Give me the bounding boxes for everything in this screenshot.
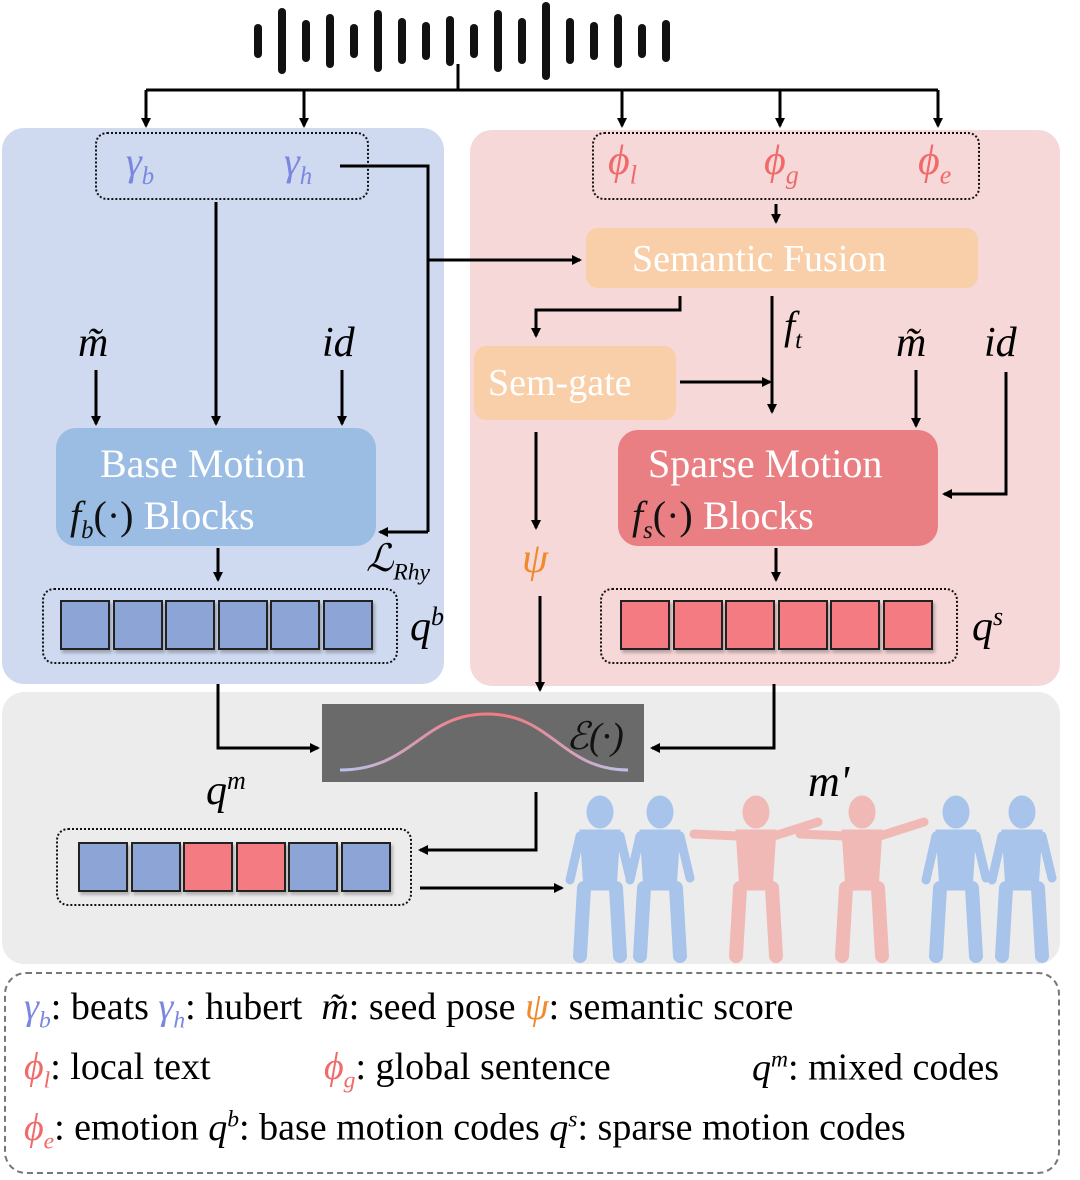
code-cell	[725, 600, 775, 650]
id-left: id	[322, 320, 355, 366]
output-motion-label: m'	[808, 757, 850, 806]
phi-l-symbol: ϕl	[608, 138, 637, 190]
code-cell	[235, 842, 286, 892]
legend-phi-e: ϕe	[24, 1106, 55, 1155]
human-figure	[921, 795, 991, 963]
sparse-motion-title: Sparse Motion	[648, 441, 883, 486]
code-cell	[830, 600, 880, 650]
legend-gamma-b: γb	[24, 986, 51, 1034]
code-cell	[60, 600, 110, 650]
rhythm-loss-label: ℒRhy	[366, 538, 430, 586]
sem-gate-block: Sem-gate	[474, 346, 676, 420]
id-right: id	[984, 320, 1017, 366]
legend-q-s: qs	[549, 1106, 578, 1149]
base-motion-subtitle: fb(·) Blocks	[70, 493, 255, 544]
gamma-b-symbol: γb	[126, 139, 155, 190]
mixer-label: ℰ(·)	[566, 716, 624, 758]
sparse-motion-subtitle: fs(·) Blocks	[632, 493, 814, 544]
mixer-curve-icon	[339, 712, 629, 772]
legend-row-2: ϕl: local text	[24, 1046, 211, 1094]
code-cell	[288, 842, 338, 892]
legend-phi-l: ϕl	[24, 1046, 51, 1094]
code-cell	[130, 842, 181, 892]
code-cell	[322, 600, 373, 650]
mixed-codes-label: qm	[206, 766, 246, 814]
base-branch-panel	[2, 128, 444, 684]
code-cell	[165, 600, 215, 650]
base-motion-title: Base Motion	[100, 441, 306, 486]
base-motion-block: Base Motion fb(·) Blocks	[56, 428, 376, 546]
audio-waveform-icon	[254, 2, 670, 80]
code-cell	[777, 600, 828, 650]
semantic-fusion-label: Semantic Fusion	[632, 238, 887, 280]
human-figure	[987, 795, 1057, 963]
mixed-codes-box	[56, 828, 412, 906]
mixer-block: ℰ(·)	[322, 704, 644, 782]
legend-gamma-h: γh	[158, 986, 186, 1034]
phi-e-symbol: ϕe	[918, 138, 952, 190]
seed-pose-left: m̃	[78, 320, 109, 366]
semantic-fusion-block: Semantic Fusion	[586, 228, 978, 288]
ft-label: ft	[784, 303, 803, 354]
base-codes-box	[42, 588, 398, 664]
legend-row-2-right: qm: mixed codes	[752, 1046, 1000, 1089]
human-figure	[795, 795, 929, 963]
code-cell	[183, 842, 233, 892]
legend-row-2-mid: ϕg: global sentence	[324, 1046, 611, 1094]
sparse-codes-label: qs	[972, 602, 1004, 650]
code-cell	[270, 600, 320, 650]
code-cell	[672, 600, 723, 650]
human-figure	[565, 795, 635, 963]
code-cell	[217, 600, 268, 650]
sparse-motion-block: Sparse Motion fs(·) Blocks	[618, 430, 938, 546]
human-figure	[625, 795, 695, 963]
psi-label: ψ	[522, 536, 549, 582]
legend-psi: ψ	[525, 986, 549, 1028]
text-features-box	[592, 132, 980, 200]
code-cell	[882, 600, 933, 650]
code-cell	[340, 842, 391, 892]
human-figure	[689, 795, 823, 963]
base-codes-label: qb	[410, 602, 445, 650]
legend-box	[4, 972, 1060, 1174]
legend-row-1: γb: beats γh: hubert m̃: seed pose ψ: se…	[24, 986, 794, 1034]
legend-row-3: ϕe: emotion qb: base motion codes qs: sp…	[24, 1106, 906, 1155]
sem-gate-label: Sem-gate	[488, 362, 632, 404]
legend-q-m: qm	[752, 1046, 789, 1089]
phi-g-symbol: ϕg	[764, 138, 799, 190]
code-cell	[78, 842, 128, 892]
legend-seed-pose: m̃	[321, 986, 349, 1028]
code-cell	[112, 600, 163, 650]
gamma-h-symbol: γh	[284, 139, 313, 190]
seed-pose-right: m̃	[896, 320, 927, 366]
legend-q-b: qb	[208, 1106, 240, 1149]
legend-phi-g: ϕg	[324, 1046, 356, 1094]
audio-features-box	[95, 132, 369, 200]
code-cell	[620, 600, 670, 650]
sparse-codes-box	[600, 588, 958, 664]
